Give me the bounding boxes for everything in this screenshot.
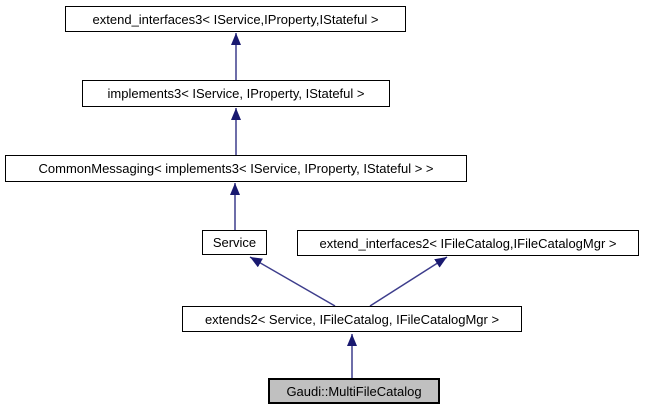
edge-extends2-to-service [249, 256, 336, 307]
node-service[interactable]: Service [202, 230, 267, 255]
node-extend-interfaces3[interactable]: extend_interfaces3< IService,IProperty,I… [65, 6, 406, 32]
node-common-messaging[interactable]: CommonMessaging< implements3< IService, … [5, 155, 467, 182]
node-extend-interfaces2[interactable]: extend_interfaces2< IFileCatalog,IFileCa… [297, 230, 639, 256]
edge-extends2-to-extend-interfaces2 [369, 256, 448, 307]
node-label: extend_interfaces3< IService,IProperty,I… [92, 11, 379, 27]
node-label: Gaudi::MultiFileCatalog [286, 383, 422, 399]
node-label: extend_interfaces2< IFileCatalog,IFileCa… [319, 235, 617, 251]
node-label: implements3< IService, IProperty, IState… [107, 86, 365, 101]
node-gaudi-multifilecatalog: Gaudi::MultiFileCatalog [268, 378, 440, 404]
node-label: extends2< Service, IFileCatalog, IFileCa… [204, 311, 500, 327]
node-label: Service [212, 235, 257, 250]
node-extends2[interactable]: extends2< Service, IFileCatalog, IFileCa… [182, 306, 522, 332]
node-label: CommonMessaging< implements3< IService, … [38, 161, 434, 176]
node-implements3[interactable]: implements3< IService, IProperty, IState… [82, 80, 390, 107]
